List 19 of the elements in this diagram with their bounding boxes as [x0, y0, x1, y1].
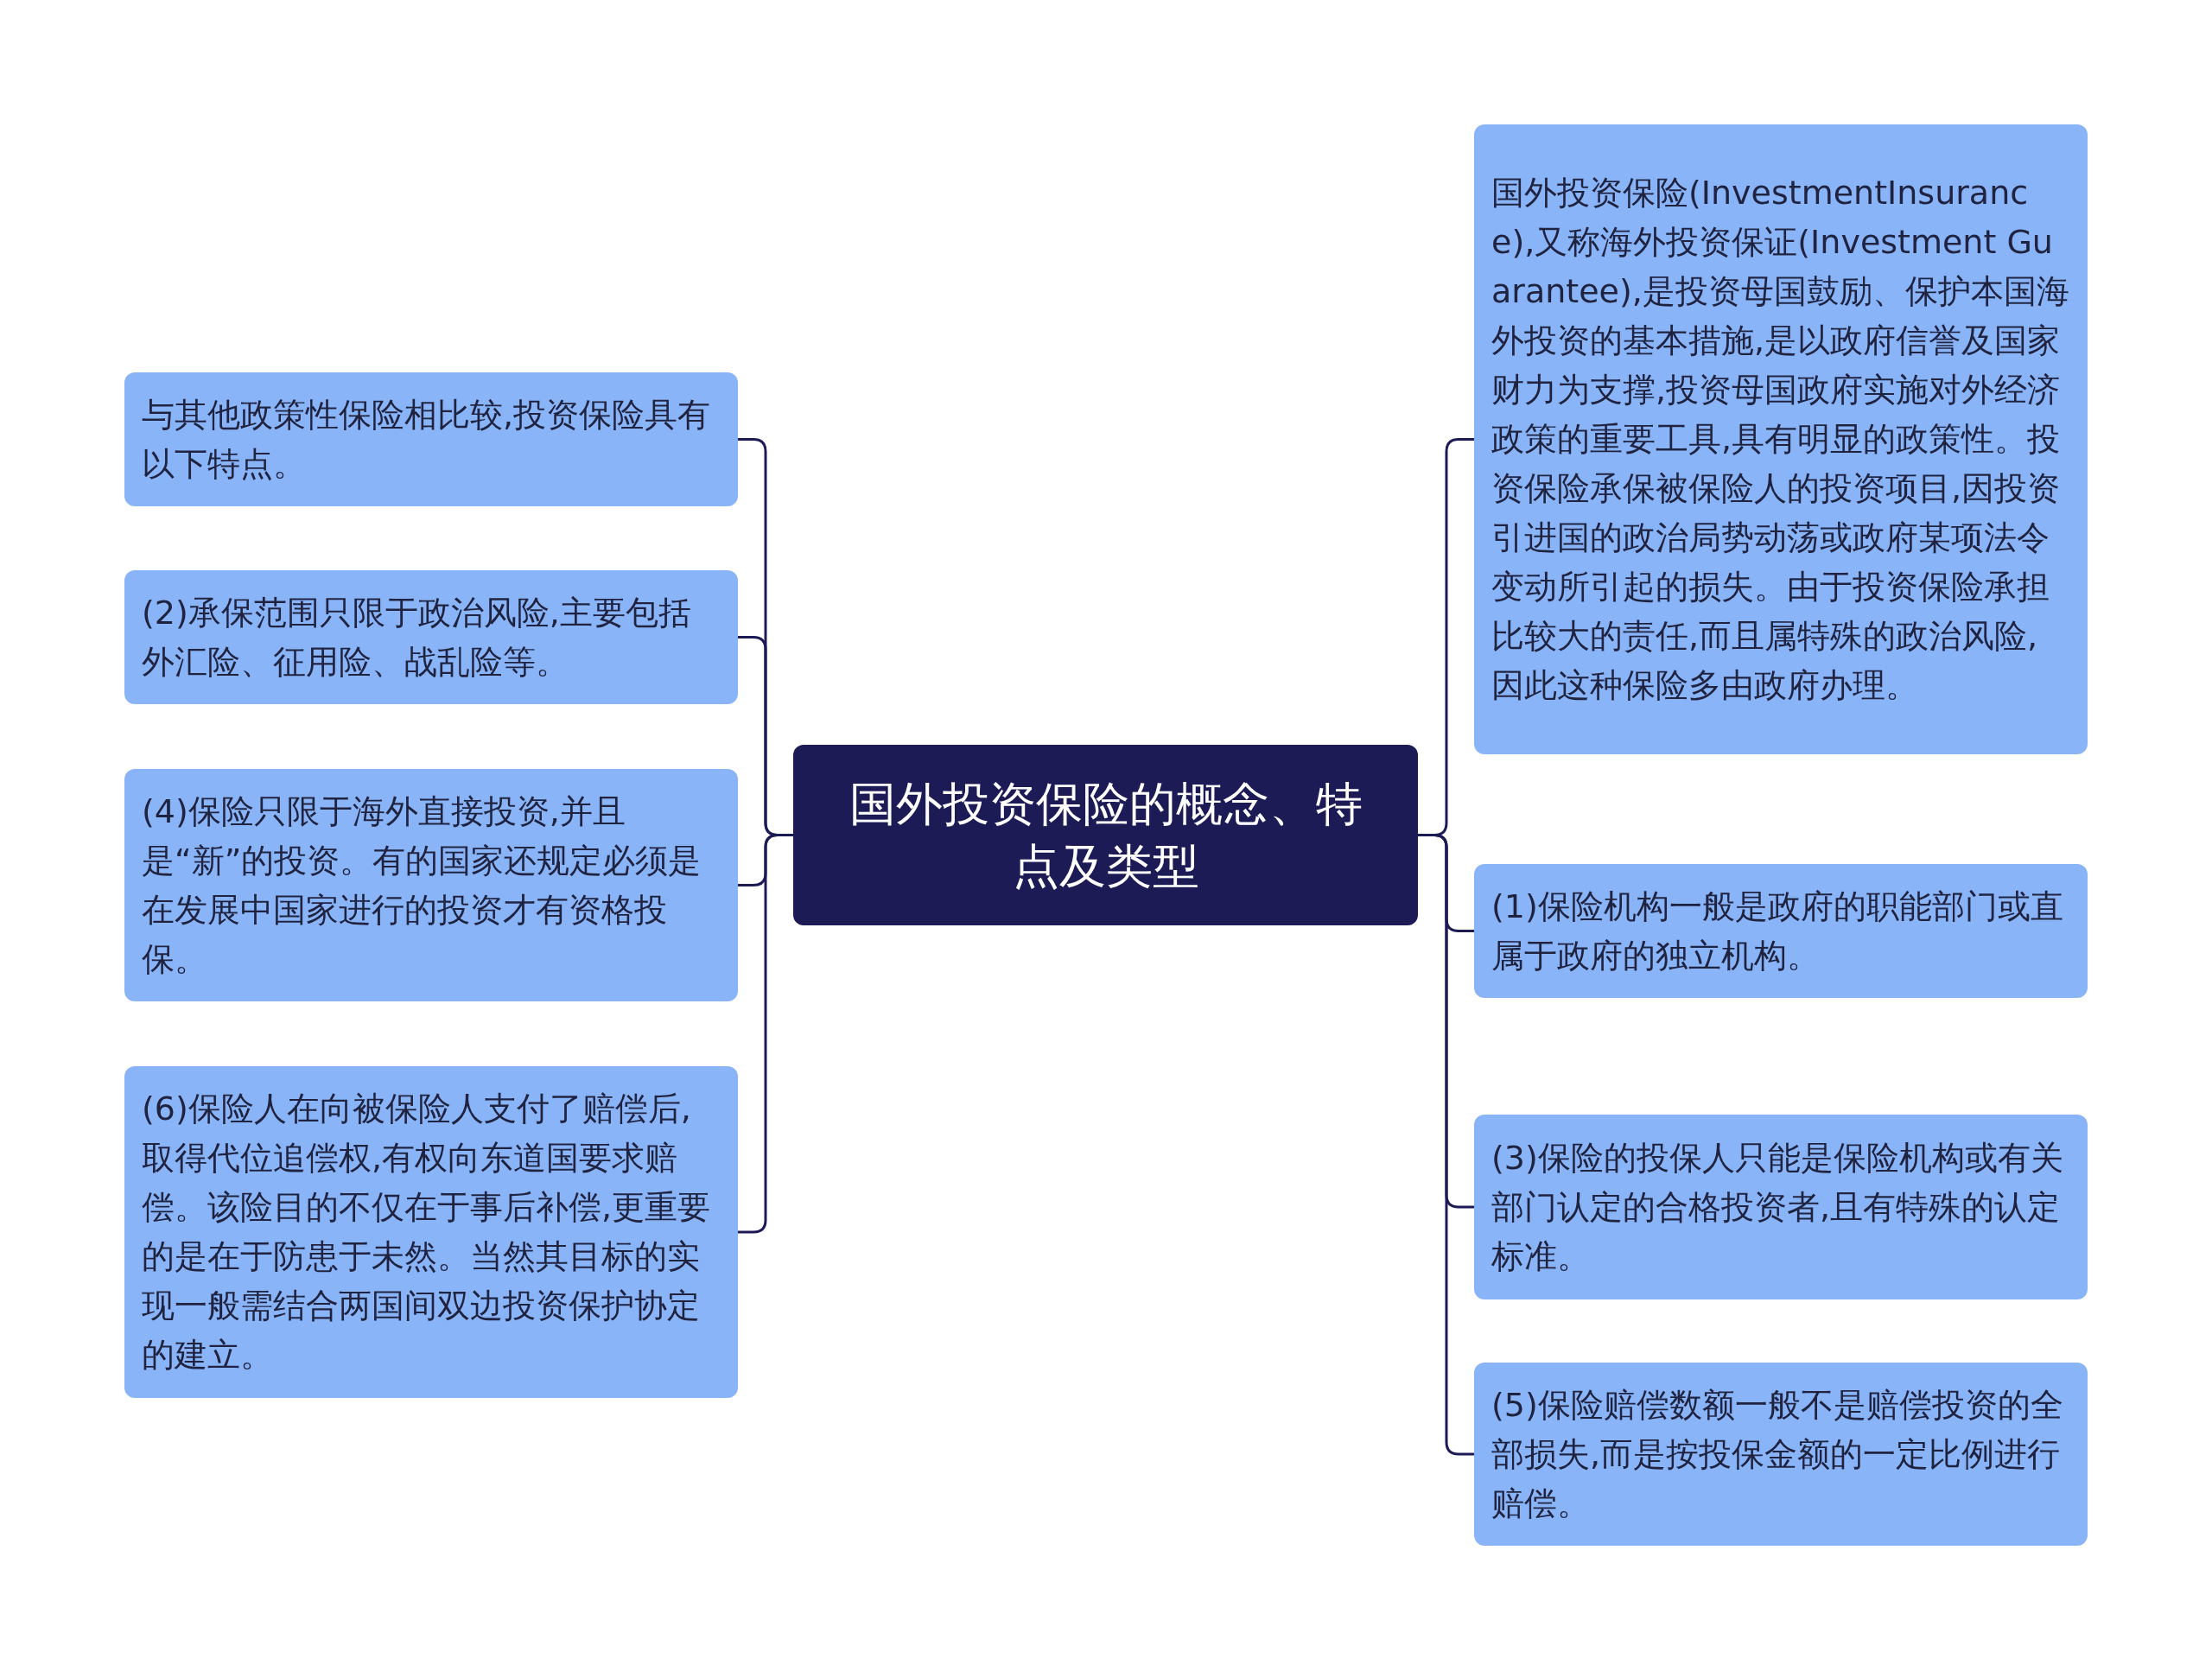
topic-text: (3)保险的投保人只能是保险机构或有关部门认定的合格投资者,且有特殊的认定标准。: [1491, 1137, 2064, 1277]
topic-text: (2)承保范围只限于政治风险,主要包括外汇险、征用险、战乱险等。: [142, 592, 692, 683]
topic-box: [124, 570, 738, 704]
topic-text: (6)保险人在向被保险人支付了赔偿后,取得代位追偿权,有权向东道国要求赔偿。该险目的不仅在于事后补偿,更重要的是在于防患于未然。当然其目标的实现一般需结合两国间双边投资保护协定的建立。: [142, 1089, 712, 1376]
topic-box: [1474, 124, 2088, 754]
topic-text: 国外投资保险(InvestmentInsurance),又称海外投资保证(Investment Guarantee),是投资母国鼓励、保护本国海外投资的基本措施,是以政府信誉及国家财力为支撑,投资母国政府实施对外经济政策的重要工具,具有明显的政策性。投资保险承保被保险人的投资项目,因投资引进国的政治局势动荡或政府某项法令变动所引起的损失。由于投资保险承担比较大的责任,而且属特殊的政治风险,因此这种保险多由政府办理。: [1491, 173, 2070, 706]
topic-text: (1)保险机构一般是政府的职能部门或直属于政府的独立机构。: [1491, 886, 2064, 976]
central-topic-text: 国外投资保险的概念、特点及类型: [848, 775, 1363, 895]
topic-box: [1474, 1115, 2088, 1299]
topic-box: [124, 1066, 738, 1398]
central-topic-box: [793, 745, 1418, 925]
connector-line: [738, 834, 793, 1234]
topic-box: [124, 769, 738, 1001]
topic-box: [1474, 864, 2088, 998]
topic-text: (4)保险只限于海外直接投资,并且是“新”的投资。有的国家还规定必须是在发展中国家进行的投资才有资格投保。: [142, 791, 702, 980]
topic-text: (5)保险赔偿数额一般不是赔偿投资的全部损失,而是按投保金额的一定比例进行赔偿。: [1491, 1384, 2064, 1524]
topic-box: [1474, 1363, 2088, 1546]
topic-box: [124, 372, 738, 506]
topic-text: 与其他政策性保险相比较,投资保险具有以下特点。: [142, 394, 712, 485]
